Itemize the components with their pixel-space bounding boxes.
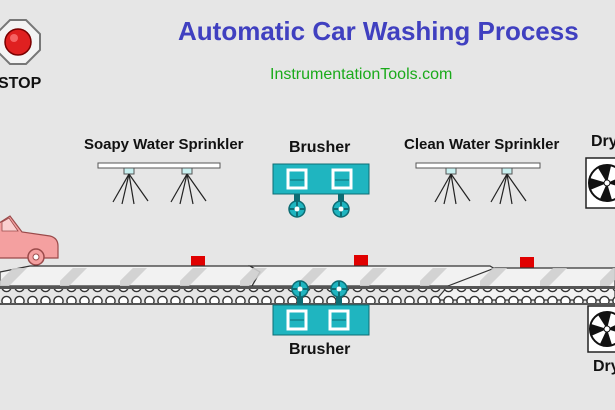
dryer-top-label: Dry [591,133,615,150]
sprinkler-icon [434,167,471,205]
stop-label: STOP [0,75,42,92]
dryer-fan-icon [589,311,615,347]
dryer-bottom-label: Dry [593,358,615,375]
brusher-top-machine [272,163,370,218]
stop-icon [0,19,41,65]
clean-sprinkler [415,162,541,205]
sprinkler-icon [490,167,527,205]
soapy-sprinkler-label: Soapy Water Sprinkler [84,136,244,153]
page-title: Automatic Car Washing Process [178,16,579,46]
soapy-sprinkler [97,162,221,205]
brusher-bottom-machine [272,280,370,336]
car-icon [0,215,59,266]
brusher-bottom-label: Brusher [289,341,351,358]
site-credit: InstrumentationTools.com [270,66,453,83]
brusher-icon [288,200,306,218]
clean-sprinkler-label: Clean Water Sprinkler [404,136,560,153]
brusher-icon [332,200,350,218]
sensor-icon [520,257,534,268]
sprinkler-icon [112,167,149,205]
sensor-icon [354,255,368,266]
conveyor-roller-icon [0,289,615,303]
brusher-icon [291,280,309,298]
brusher-top-label: Brusher [289,139,351,156]
brusher-icon [330,280,348,298]
dryer-fan-icon [588,164,615,202]
sprinkler-icon [170,167,207,205]
sensor-icon [191,256,205,267]
dryer-top [585,157,615,209]
stop-button[interactable] [0,18,42,66]
dryer-bottom [587,305,615,353]
